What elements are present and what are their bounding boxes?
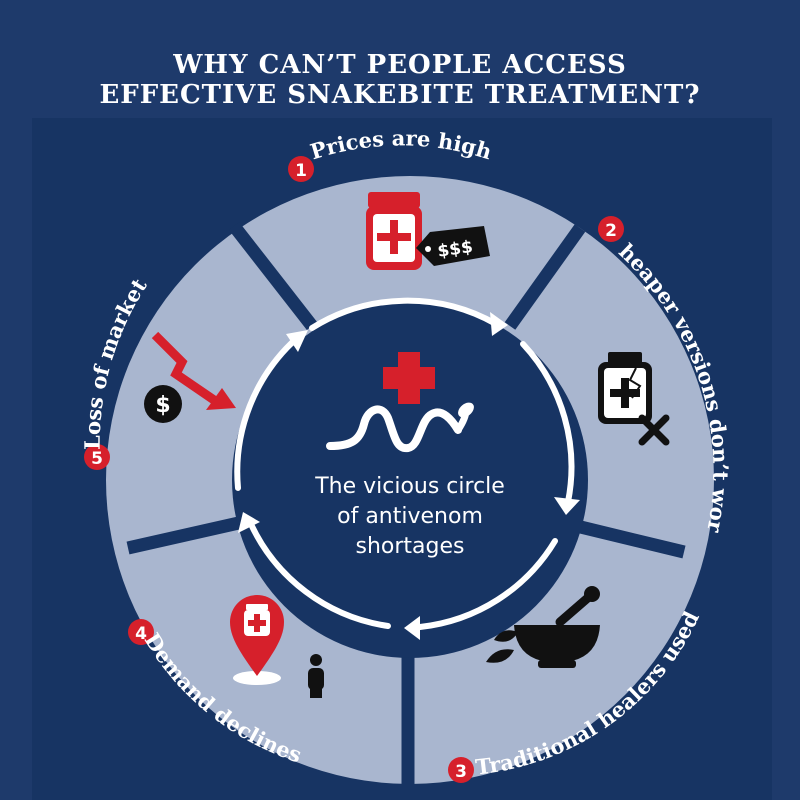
mortar-pestle-icon: [514, 586, 600, 668]
step-badge-5: 5: [84, 444, 110, 470]
coin-icon: $: [144, 385, 182, 423]
divider-5: [126, 513, 254, 555]
medicine-bottle-icon: [366, 192, 422, 270]
divider-2: [504, 224, 586, 330]
step-number-3: 3: [455, 762, 467, 782]
center-caption: The vicious circle of antivenom shortage…: [270, 472, 550, 562]
center-line-3: shortages: [355, 534, 465, 559]
step-number-1: 1: [295, 161, 307, 181]
falling-arrow-icon: [151, 331, 236, 410]
location-pin-icon: [230, 595, 284, 685]
arrow-1-to-2: [309, 297, 499, 331]
step-number-5: 5: [91, 449, 103, 469]
step-number-2: 2: [605, 221, 617, 241]
page-title: WHY CAN’T PEOPLE ACCESS EFFECTIVE SNAKEB…: [0, 50, 800, 110]
coin-label: $: [155, 393, 170, 418]
step-label-1: Prices are high: [307, 125, 495, 164]
step-badge-2: 2: [598, 216, 624, 242]
step-badge-3: 3: [448, 757, 474, 783]
title-line-1: WHY CAN’T PEOPLE ACCESS: [173, 50, 627, 80]
cracked-bottle-icon: [598, 352, 652, 424]
step-badge-4: 4: [128, 619, 154, 645]
step-label-1-text: Prices are high: [307, 125, 495, 164]
center-line-2: of antivenom: [337, 504, 483, 529]
arrow-5-to-1: [234, 335, 300, 491]
inner-circle: [232, 302, 588, 658]
arrow-head-4: [238, 512, 260, 533]
step-number-4: 4: [135, 624, 147, 644]
arrow-head-5: [286, 330, 308, 352]
divider-1: [228, 222, 318, 330]
center-line-1: The vicious circle: [315, 474, 505, 499]
title-line-2: EFFECTIVE SNAKEBITE TREATMENT?: [99, 80, 701, 110]
arrow-head-2: [554, 497, 580, 515]
arrow-head-1: [490, 312, 508, 336]
step-badge-1: 1: [288, 156, 314, 182]
arrow-head-3: [404, 616, 420, 640]
arrow-4-to-5: [247, 519, 391, 629]
arrow-3-to-4: [417, 538, 558, 630]
arrow-2-to-3: [520, 341, 575, 505]
price-tag-label: $$$: [436, 237, 474, 262]
medical-cross-icon: [383, 352, 435, 404]
circular-arrows: [234, 297, 575, 630]
leaves-icon: [486, 630, 518, 663]
price-tag-icon: $$$: [416, 226, 490, 266]
cross-mark-icon: [638, 414, 670, 446]
arrow-heads: [238, 312, 580, 640]
snake-icon: [326, 402, 474, 453]
person-icon: [308, 654, 324, 698]
